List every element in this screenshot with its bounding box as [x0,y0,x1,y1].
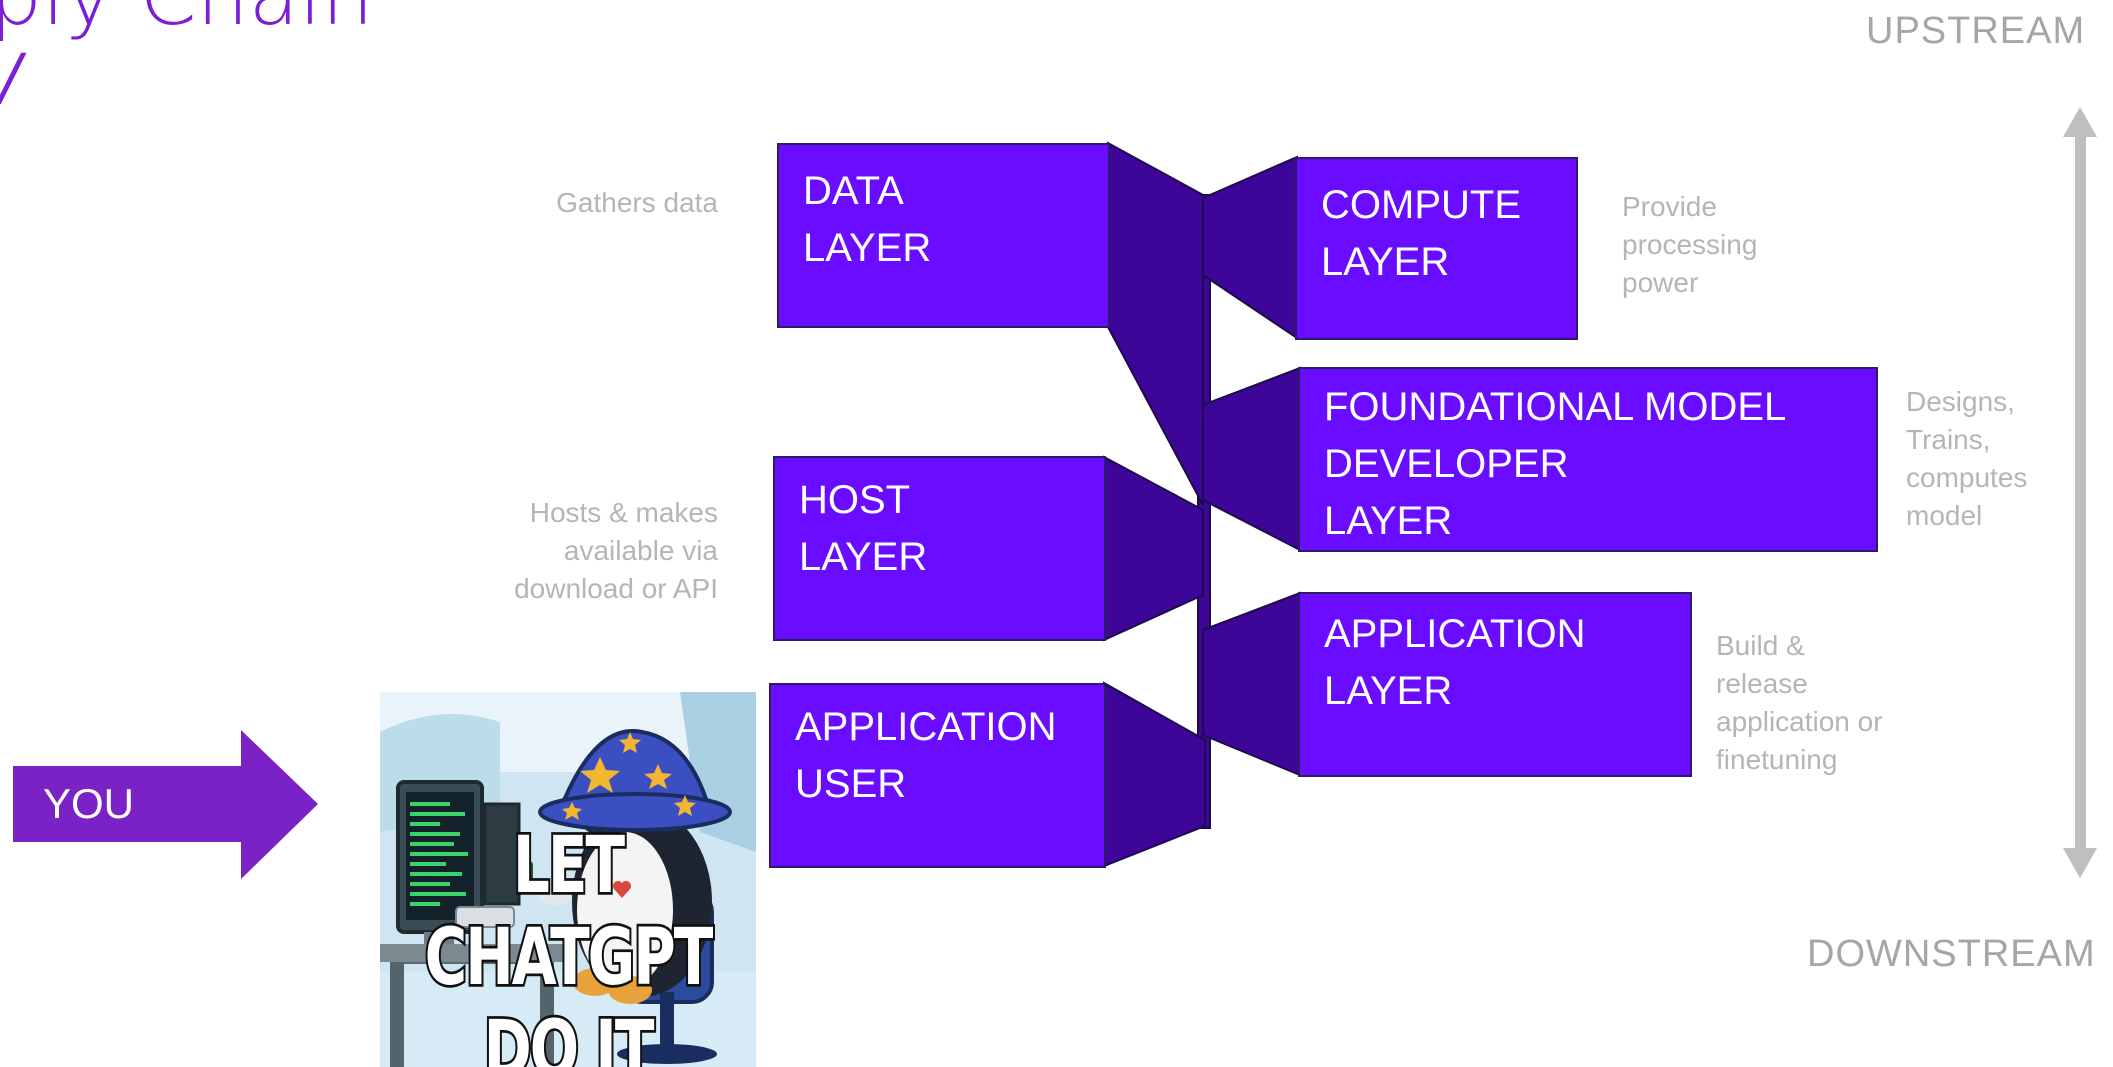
host-layer-line1: HOST [799,478,911,522]
downstream-label: DOWNSTREAM [1807,933,2096,975]
compute-layer-line1: COMPUTE [1321,183,1521,227]
application-desc-line2: release [1716,668,1808,699]
data-layer-line2: LAYER [803,226,932,270]
foundational-line2: DEVELOPER [1324,442,1569,486]
foundational-layer-connector [1202,366,1301,552]
compute-desc-line3: power [1622,267,1699,298]
app-user-line1: APPLICATION [795,705,1057,749]
upstream-label: UPSTREAM [1866,10,2086,52]
compute-layer-box: COMPUTE LAYER [1295,157,1578,340]
slide-title: ply Chain [0,0,374,38]
data-desc-line1: Gathers data [556,187,718,218]
foundational-line3: LAYER [1324,499,1453,543]
foundational-model-layer-box: FOUNDATIONAL MODEL DEVELOPER LAYER [1298,367,1878,552]
data-layer-description: Gathers data [500,184,718,222]
slide-subtitle: / [0,40,21,113]
foundational-desc-line4: model [1906,500,1983,531]
meme-caption: LET CHATGPT DO IT [423,817,716,1067]
you-label: YOU [43,780,135,827]
host-desc-line1: Hosts & makes [529,497,718,528]
application-layer-connector [1202,591,1301,777]
foundational-desc-line1: Designs, [1906,386,2015,417]
data-layer-connector [1107,141,1204,506]
compute-desc-line1: Provide [1622,191,1717,222]
penguin-wizard-meme-image: LET CHATGPT DO IT [380,692,756,1067]
data-layer-line1: DATA [803,169,904,213]
application-layer-description: Build & release application or finetunin… [1716,627,1936,779]
host-layer-box: HOST LAYER [773,456,1106,641]
host-layer-line2: LAYER [799,535,928,579]
foundational-desc-line3: computes [1906,462,2028,493]
host-layer-connector [1103,455,1204,642]
penguin-wizard-illustration [380,692,756,1067]
application-desc-line1: Build & [1716,630,1805,661]
host-desc-line2: available via [563,535,718,566]
application-layer-line2: LAYER [1324,669,1453,713]
compute-layer-connector [1202,155,1298,340]
foundational-desc-line2: Trains, [1906,424,1991,455]
compute-desc-line2: processing [1622,229,1758,260]
application-layer-line1: APPLICATION [1324,612,1586,656]
flow-direction-arrow [2063,107,2097,878]
data-layer-box: DATA LAYER [777,143,1110,328]
compute-layer-description: Provide processing power [1622,188,1822,302]
foundational-line1: FOUNDATIONAL MODEL [1324,385,1787,429]
foundational-layer-description: Designs, Trains, computes model [1906,383,2066,535]
compute-layer-line2: LAYER [1321,240,1450,284]
host-layer-description: Hosts & makes available via download or … [470,494,718,608]
app-user-line2: USER [795,762,907,806]
host-desc-line3: download or API [514,573,718,604]
app-user-connector [1103,681,1206,868]
application-desc-line4: finetuning [1716,744,1838,775]
application-layer-box: APPLICATION LAYER [1298,592,1692,777]
application-desc-line3: application or [1716,706,1883,737]
application-user-box: APPLICATION USER [769,683,1106,868]
you-arrow [13,730,318,879]
